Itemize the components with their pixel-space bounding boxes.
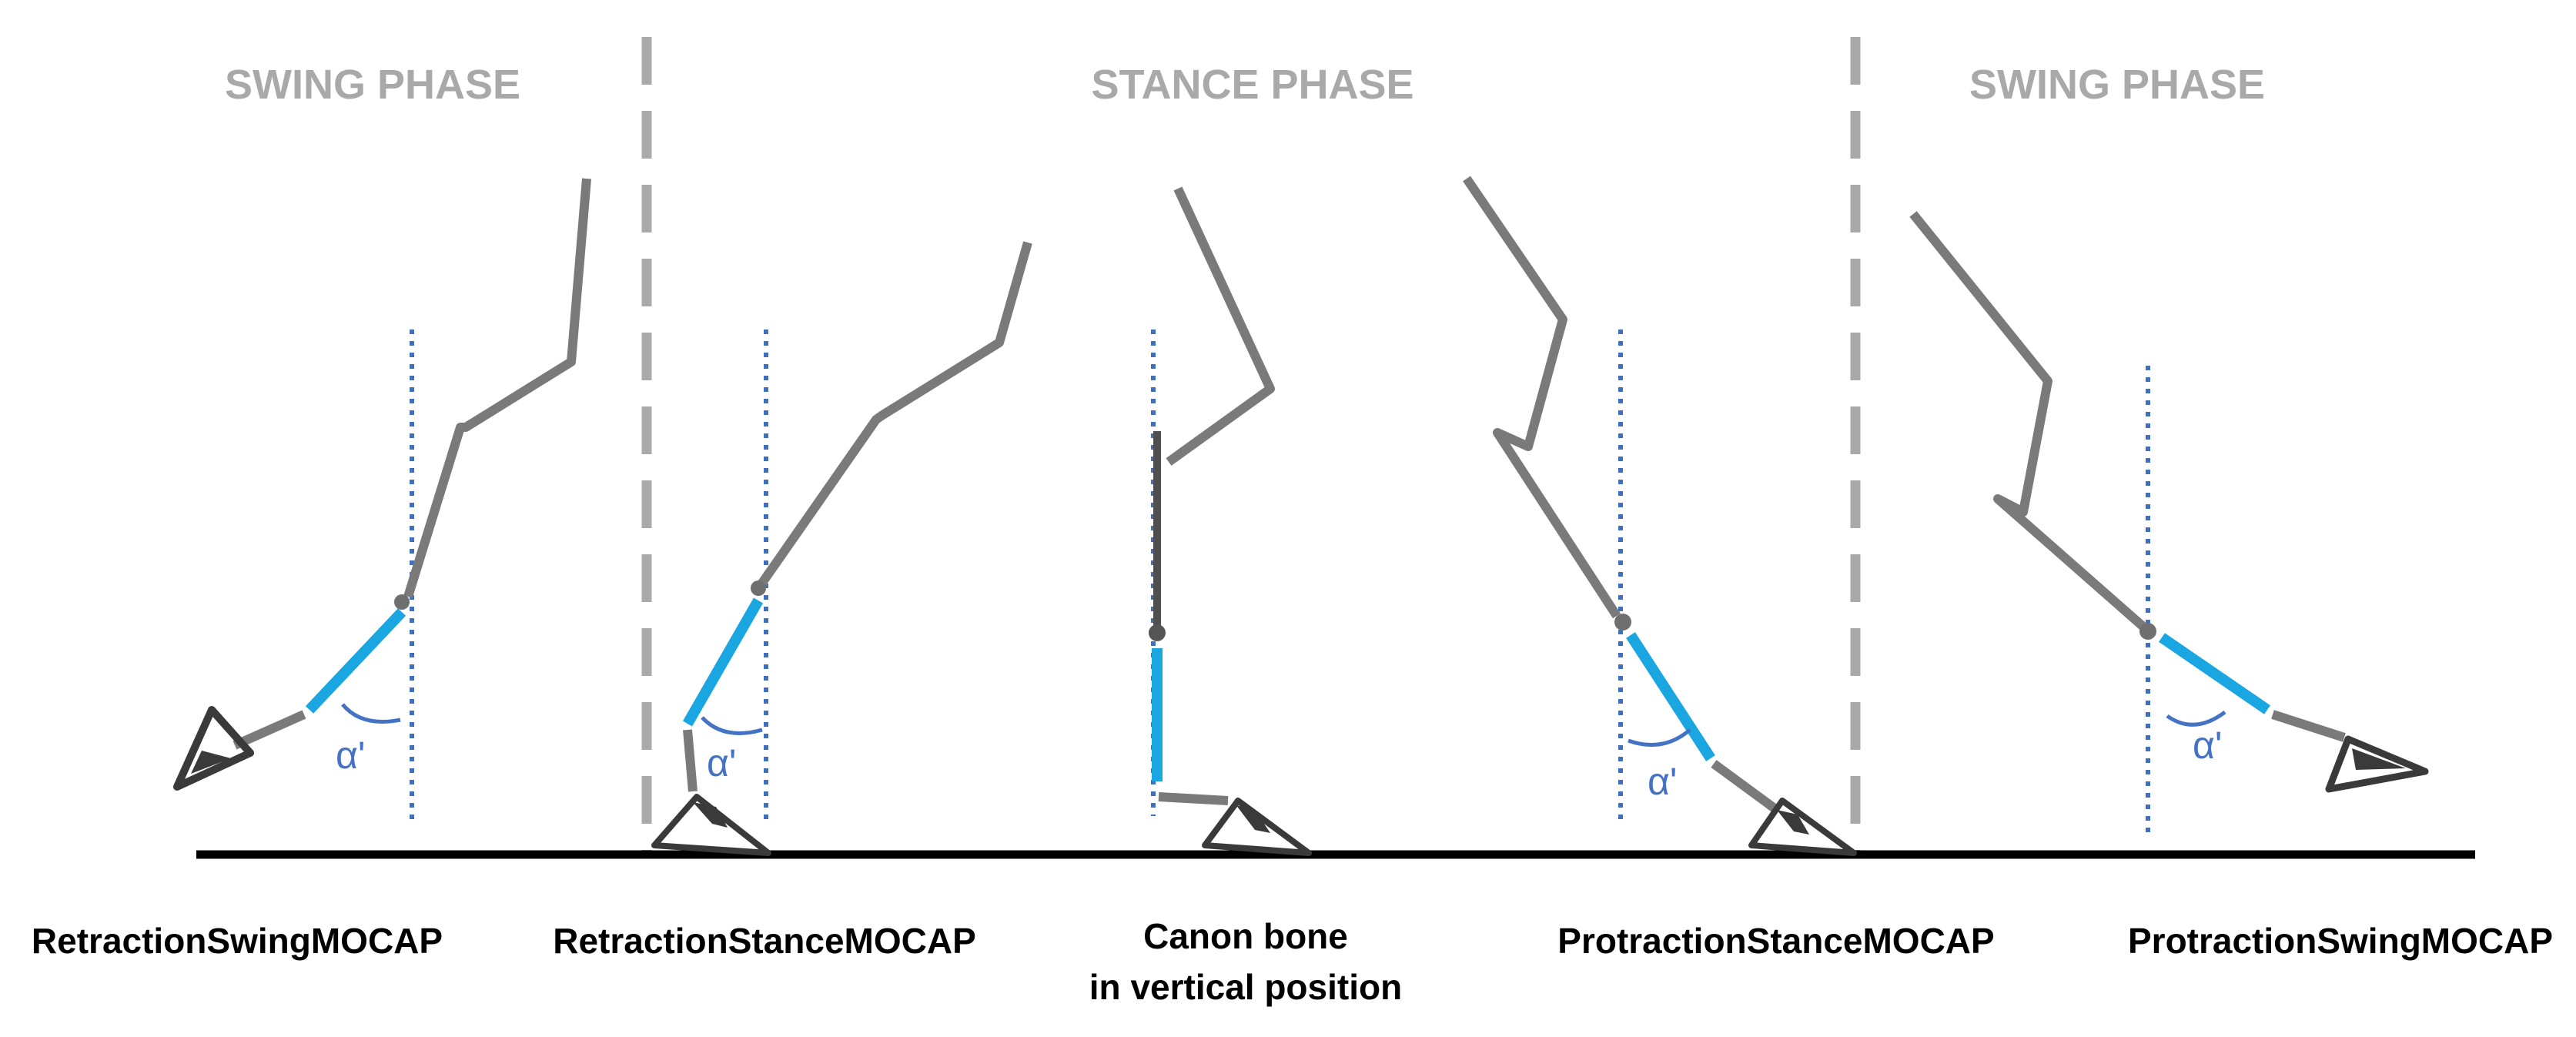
- canon-bone: [682, 597, 764, 727]
- angle-arc: [341, 703, 401, 724]
- angle-label: α': [2193, 724, 2222, 767]
- fetlock-joint: [1614, 614, 1631, 631]
- upper-limb-segments: [1166, 186, 1275, 466]
- pose-protraction-swing: α': [1909, 211, 2429, 833]
- angle-label: α': [336, 734, 365, 777]
- caption-retraction-swing: RetractionSwingMOCAP: [32, 921, 443, 961]
- fetlock-joint: [1149, 624, 1166, 641]
- pose-canon-vertical: [1149, 186, 1312, 856]
- hoof-fill: [693, 802, 728, 828]
- phase-label-stance: STANCE PHASE: [1091, 62, 1413, 108]
- pose-retraction-stance: α': [651, 241, 1032, 856]
- hoof: [173, 706, 254, 791]
- pose-protraction-stance: α': [1463, 176, 1857, 856]
- canon-bone: [305, 608, 406, 714]
- hoof: [2325, 735, 2429, 793]
- pastern: [233, 710, 306, 750]
- pastern: [1158, 792, 1229, 805]
- fetlock-joint: [394, 594, 410, 610]
- caption-canon-vertical-line2: in vertical position: [1089, 967, 1402, 1007]
- angle-arc: [1628, 728, 1691, 747]
- phase-label-swing-left: SWING PHASE: [225, 62, 520, 108]
- upper-limb-segments: [757, 241, 1032, 588]
- pastern: [1711, 760, 1778, 812]
- pose-retraction-swing: α': [173, 178, 591, 820]
- hoof-fill: [1236, 805, 1270, 833]
- caption-retraction-stance: RetractionStanceMOCAP: [553, 921, 976, 961]
- caption-canon-vertical-line1: Canon bone: [1143, 916, 1348, 956]
- angle-label: α': [1648, 760, 1677, 803]
- pastern: [2271, 710, 2346, 742]
- hoof-fill: [2352, 748, 2406, 770]
- hoof-fill: [1777, 810, 1809, 835]
- hoof-fill: [191, 751, 231, 774]
- angle-label: α': [707, 741, 736, 784]
- pastern: [683, 729, 698, 792]
- fetlock-joint: [751, 580, 766, 596]
- caption-protraction-stance: ProtractionStanceMOCAP: [1557, 921, 1994, 961]
- upper-limb-segments: [1463, 176, 1621, 619]
- angle-arc: [2166, 710, 2226, 727]
- canon-bone: [1626, 632, 1715, 761]
- caption-protraction-swing: ProtractionSwingMOCAP: [2128, 921, 2553, 961]
- phase-label-swing-right: SWING PHASE: [1969, 62, 2265, 108]
- hoof: [1748, 798, 1857, 856]
- hoof: [651, 794, 771, 856]
- upper-limb-segments: [403, 178, 591, 598]
- fetlock-joint: [2139, 623, 2156, 640]
- hoof: [1202, 798, 1312, 856]
- angle-arc: [701, 716, 763, 735]
- upper-limb-segments: [1909, 211, 2147, 631]
- canon-bone: [2159, 633, 2270, 714]
